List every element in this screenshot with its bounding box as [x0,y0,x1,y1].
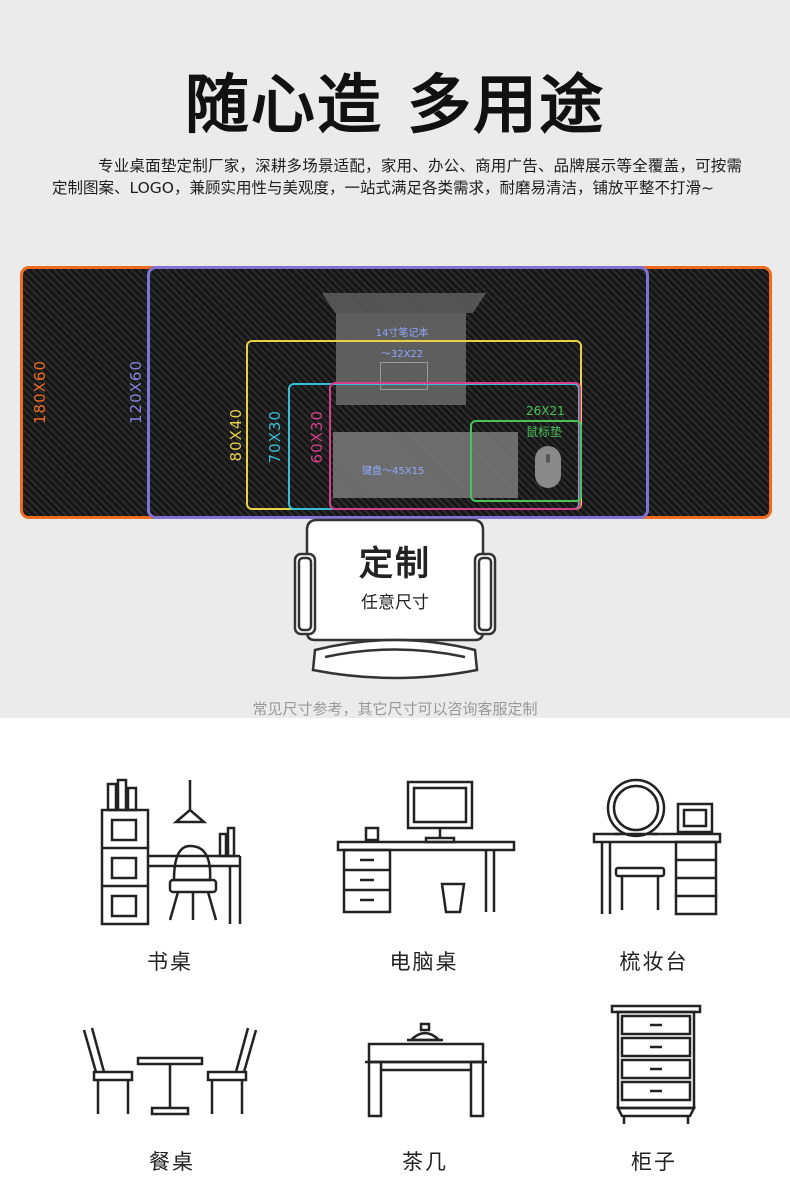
size-guide-section: 随心造 多用途 专业桌面垫定制厂家，深耕多场景适配，家用、办公、商用广告、品牌展… [0,0,790,718]
page-title: 随心造 多用途 [184,69,606,143]
furniture-cabinet: 柜子 [598,1000,790,1191]
size-label-80x40: 80X40 [227,408,245,462]
description-text: 专业桌面垫定制厂家，深耕多场景适配，家用、办公、商用广告、品牌展示等全覆盖，可按… [52,157,742,197]
cabinet-icon [610,1004,702,1124]
dining-table-icon [82,1027,258,1116]
dressing-table-icon [592,778,722,916]
tea-table-icon [365,1022,487,1118]
size-label-70x30: 70X30 [266,410,284,464]
laptop-lid [322,293,486,313]
size-footnote: 常见尺寸参考，其它尺寸可以咨询客服定制 [252,700,538,718]
size-label-120x60: 120X60 [127,360,145,424]
mouse-icon [535,446,561,488]
mousepad-name: 鼠标垫 [526,425,563,439]
chair-icon [285,510,505,710]
computer-desk-label: 电脑桌 [389,950,459,974]
desk-label: 书桌 [147,950,193,974]
trackpad [380,362,428,390]
furniture-desk: 书桌 [90,770,290,990]
size-label-180x60: 180X60 [31,360,49,424]
laptop-name: 14寸笔记本 [375,328,429,339]
furniture-dining-table: 餐桌 [72,1010,272,1191]
mat-120x60 [147,266,649,519]
dining-table-label: 餐桌 [149,1150,195,1174]
custom-subtitle: 任意尺寸 [361,593,429,613]
tea-table-label: 茶几 [402,1150,448,1174]
furniture-computer-desk: 电脑桌 [330,770,530,990]
furniture-tea-table: 茶几 [355,1010,555,1191]
cabinet-label: 柜子 [631,1150,677,1174]
keyboard-label: 键盘～45X15 [362,466,425,477]
size-label-60x30: 60X30 [308,410,326,464]
outline-mousepad [470,420,582,502]
computer-desk-icon [336,780,516,914]
desk-icon [100,778,242,926]
furniture-dressing-table: 梳妆台 [570,770,770,990]
keyboard-icon [333,432,518,498]
laptop-size: ～32X22 [380,349,424,360]
dressing-table-label: 梳妆台 [619,950,689,974]
mousepad-size: 26X21 [526,404,565,418]
custom-title: 定制 [359,544,431,584]
